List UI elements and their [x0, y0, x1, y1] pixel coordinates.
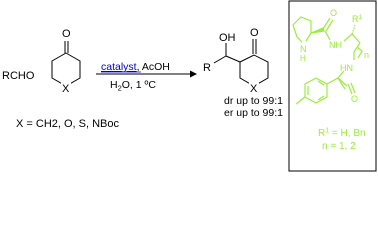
- conditions-line-2: H2O, 1 ºC: [110, 79, 156, 93]
- temperature-label: O, 1 ºC: [122, 79, 157, 91]
- n-definition: n = 1, 2: [322, 141, 356, 152]
- solvent-subscript: 2: [118, 84, 122, 93]
- er-label: er up to 99:1: [224, 107, 283, 119]
- aldehyde-label: RCHO: [2, 70, 35, 82]
- reaction-scheme: RCHO O X catalyst, AcOH H2O, 1 ºC OH O R…: [2, 0, 377, 172]
- r1-def-superscript: 1: [325, 128, 329, 135]
- arrow-head: [190, 70, 197, 78]
- catalyst-box: [288, 0, 377, 172]
- ketone-oxygen-label: O: [62, 28, 71, 40]
- r1-definition: R1 = H, Bn: [318, 128, 366, 140]
- ring-x-label: X: [62, 83, 70, 95]
- carbonyl1-o-label: O: [330, 8, 337, 18]
- chain-n-label: n: [364, 50, 369, 60]
- r1-def-values: = H, Bn: [329, 128, 365, 139]
- cyclohexanone-reactant: [51, 41, 81, 87]
- r1-letter: R: [352, 14, 359, 24]
- hydroxyl-label: OH: [219, 32, 236, 44]
- carbonyl2-o-label: O: [351, 94, 358, 104]
- catalyst-structure: [292, 16, 363, 105]
- r-group-label: R: [203, 62, 211, 74]
- r1-label: R1: [352, 14, 363, 24]
- product-ring-x-label: X: [250, 83, 258, 95]
- aldol-product: [213, 39, 269, 87]
- r1-superscript: 1: [359, 14, 363, 21]
- catalyst-link[interactable]: catalyst: [101, 61, 137, 73]
- pyrrolidine-n-label: N: [300, 44, 307, 54]
- x-options-label: X = CH2, O, S, NBoc: [16, 118, 120, 130]
- amide1-nh-label: NH: [329, 40, 342, 50]
- solvent-label: H: [110, 79, 118, 91]
- product-x-mask: [249, 82, 259, 93]
- x-label-mask: [61, 82, 71, 93]
- r1-def-letter: R: [318, 128, 325, 139]
- amide2-hn-label: HN: [340, 63, 353, 73]
- product-ketone-oxygen-label: O: [250, 27, 259, 39]
- conditions-line-1: catalyst, AcOH: [101, 61, 170, 73]
- pyrrolidine-h-label: H: [300, 54, 306, 63]
- dr-label: dr up to 99:1: [224, 95, 283, 107]
- acid-label: , AcOH: [137, 61, 170, 73]
